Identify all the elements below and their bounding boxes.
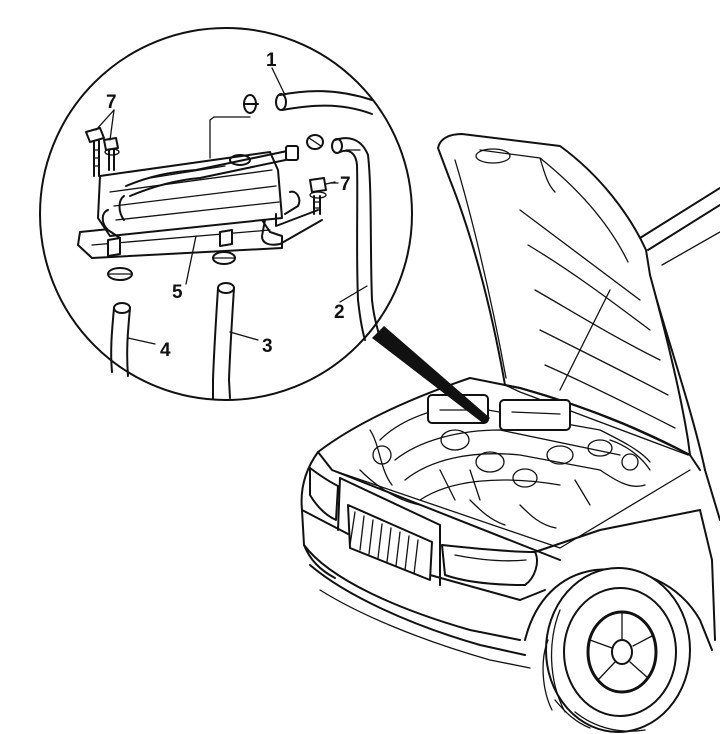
hose-clamps: [107, 94, 324, 281]
oil-cooler-5: [77, 145, 323, 259]
front-wheel: [524, 509, 716, 733]
vehicle-illustration: [300, 133, 720, 733]
detail-pointer: [372, 326, 490, 424]
detail-inset: 1 2 3 4 5 7 7: [39, 27, 413, 401]
callout-1: 1: [266, 50, 277, 71]
bolt-right: [309, 177, 327, 215]
callout-4: 4: [160, 340, 171, 361]
bolts-7: [85, 127, 327, 215]
callout-7-right: 7: [340, 174, 351, 195]
hose-2: [331, 137, 381, 341]
leader-lines: [95, 67, 368, 345]
callout-7-left: 7: [106, 92, 117, 113]
hose-1: [275, 90, 373, 115]
hose-3: [212, 282, 235, 399]
bolt-left-1: [85, 127, 105, 177]
open-hood: [437, 133, 691, 456]
callout-3: 3: [262, 336, 273, 357]
bolt-left-2: [103, 137, 120, 171]
callout-5: 5: [172, 282, 183, 303]
front-body: [300, 451, 701, 669]
callout-2: 2: [334, 302, 345, 323]
hose-4: [110, 302, 131, 377]
